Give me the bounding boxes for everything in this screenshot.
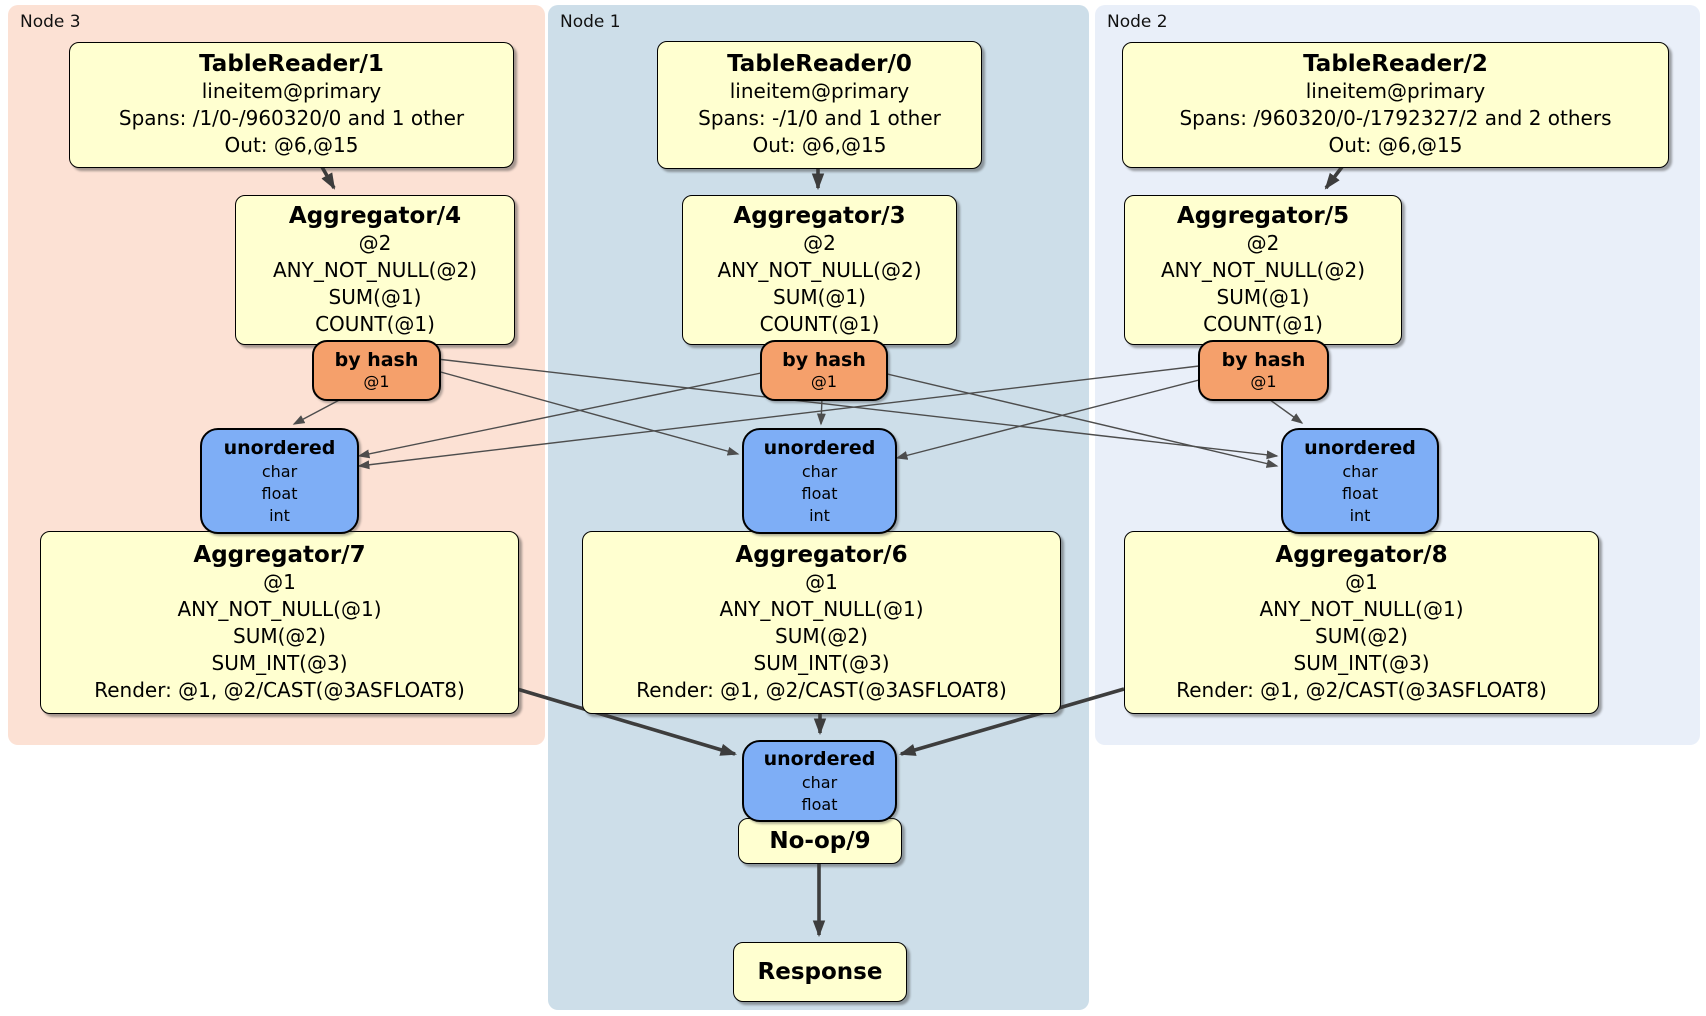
region-node3-label: Node 3 (20, 12, 81, 32)
processor-line: lineitem@primary (1305, 79, 1486, 103)
processor-title: TableReader/1 (199, 51, 384, 77)
processor-line: Out: @6,@15 (752, 133, 887, 157)
processor-line: @2 (358, 230, 392, 255)
processor-line: SUM(@1) (1216, 284, 1310, 309)
processor-line: SUM_INT(@3) (1293, 650, 1430, 675)
router-key: @1 (363, 372, 390, 391)
processor-title: No-op/9 (769, 827, 871, 854)
router-label: by hash (334, 349, 419, 371)
processor-response: Response (733, 942, 907, 1002)
sync-unordered-final: unordered char float (742, 740, 897, 822)
processor-line: COUNT(@1) (1203, 311, 1323, 336)
sync-item: float (801, 794, 838, 814)
processor-line: ANY_NOT_NULL(@1) (719, 596, 924, 621)
processor-line: SUM(@1) (328, 284, 422, 309)
processor-line: ANY_NOT_NULL(@2) (717, 257, 922, 282)
sync-item: int (269, 505, 290, 525)
router-byhash-4: by hash @1 (312, 340, 441, 401)
router-label: by hash (1221, 349, 1306, 371)
processor-line: SUM_INT(@3) (753, 650, 890, 675)
processor-title: Aggregator/7 (193, 541, 366, 568)
processor-line: Spans: -/1/0 and 1 other (698, 106, 941, 130)
sync-unordered-6: unordered char float int (742, 428, 897, 534)
processor-line: ANY_NOT_NULL(@1) (1259, 596, 1464, 621)
processor-line: ANY_NOT_NULL(@2) (273, 257, 477, 282)
processor-title: TableReader/0 (727, 51, 912, 77)
processor-line: COUNT(@1) (315, 311, 435, 336)
processor-line: Render: @1, @2/CAST(@3ASFLOAT8) (94, 677, 465, 702)
processor-title: Response (757, 958, 883, 985)
router-key: @1 (810, 372, 838, 391)
processor-line: SUM(@1) (773, 284, 866, 309)
processor-line: SUM(@2) (1315, 623, 1408, 648)
sync-item: char (801, 461, 838, 481)
processor-aggregator3: Aggregator/3 @2 ANY_NOT_NULL(@2) SUM(@1)… (682, 195, 957, 345)
processor-line: ANY_NOT_NULL(@2) (1161, 257, 1365, 282)
processor-line: lineitem@primary (201, 79, 382, 103)
processor-line: COUNT(@1) (759, 311, 880, 336)
sync-label: unordered (763, 436, 876, 459)
sync-item: float (801, 483, 838, 503)
processor-aggregator6: Aggregator/6 @1 ANY_NOT_NULL(@1) SUM(@2)… (582, 531, 1061, 714)
processor-noop: No-op/9 (738, 818, 902, 864)
processor-line: Spans: /960320/0-/1792327/2 and 2 others (1179, 106, 1612, 130)
processor-aggregator5: Aggregator/5 @2 ANY_NOT_NULL(@2) SUM(@1)… (1124, 195, 1402, 345)
processor-title: Aggregator/6 (735, 541, 908, 568)
processor-line: SUM(@2) (775, 623, 868, 648)
sync-label: unordered (223, 436, 336, 459)
sync-item: int (809, 505, 830, 525)
processor-line: lineitem@primary (729, 79, 910, 103)
processor-line: @2 (1246, 230, 1280, 255)
router-byhash-3: by hash @1 (760, 340, 888, 401)
router-key: @1 (1250, 372, 1277, 391)
sync-item: float (1342, 483, 1378, 503)
processor-tablereader1: TableReader/1 lineitem@primary Spans: /1… (69, 42, 514, 168)
processor-tablereader2: TableReader/2 lineitem@primary Spans: /9… (1122, 42, 1669, 168)
processor-tablereader0: TableReader/0 lineitem@primary Spans: -/… (657, 41, 982, 169)
sync-label: unordered (1304, 436, 1416, 459)
processor-line: SUM(@2) (233, 623, 326, 648)
sync-unordered-7: unordered char float int (200, 428, 359, 534)
processor-title: Aggregator/3 (733, 202, 906, 229)
processor-line: @1 (1345, 569, 1378, 594)
router-byhash-5: by hash @1 (1198, 340, 1329, 401)
processor-line: @1 (805, 569, 838, 594)
sync-label: unordered (763, 747, 876, 770)
processor-line: Spans: /1/0-/960320/0 and 1 other (118, 106, 465, 130)
processor-line: @2 (803, 230, 836, 255)
sync-item: char (1342, 461, 1378, 481)
processor-aggregator4: Aggregator/4 @2 ANY_NOT_NULL(@2) SUM(@1)… (235, 195, 515, 345)
processor-line: Out: @6,@15 (224, 133, 359, 157)
router-label: by hash (782, 349, 866, 371)
processor-aggregator7: Aggregator/7 @1 ANY_NOT_NULL(@1) SUM(@2)… (40, 531, 519, 714)
processor-line: SUM_INT(@3) (211, 650, 348, 675)
processor-line: @1 (263, 569, 296, 594)
region-node2-label: Node 2 (1107, 12, 1168, 32)
processor-title: Aggregator/5 (1176, 202, 1350, 229)
sync-item: char (801, 772, 838, 792)
sync-item: char (261, 461, 298, 481)
processor-line: Render: @1, @2/CAST(@3ASFLOAT8) (1176, 677, 1547, 702)
processor-line: Out: @6,@15 (1328, 133, 1463, 157)
processor-title: Aggregator/8 (1275, 541, 1448, 568)
processor-line: Render: @1, @2/CAST(@3ASFLOAT8) (636, 677, 1007, 702)
processor-title: Aggregator/4 (288, 202, 462, 229)
processor-title: TableReader/2 (1303, 51, 1488, 77)
processor-line: ANY_NOT_NULL(@1) (177, 596, 382, 621)
sync-item: int (1349, 505, 1371, 525)
processor-aggregator8: Aggregator/8 @1 ANY_NOT_NULL(@1) SUM(@2)… (1124, 531, 1599, 714)
sync-item: float (261, 483, 298, 503)
sync-unordered-8: unordered char float int (1281, 428, 1439, 534)
region-node1-label: Node 1 (560, 12, 621, 32)
